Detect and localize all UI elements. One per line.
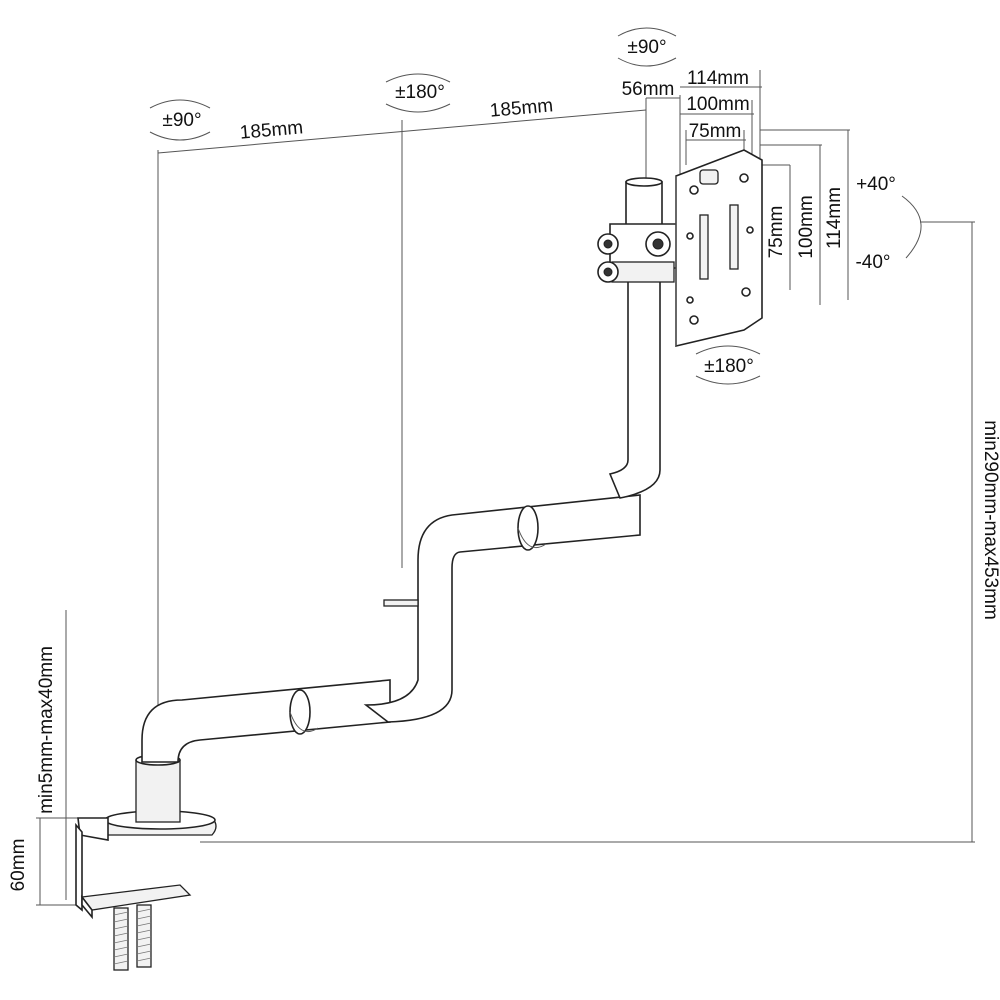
vesa-v-114-dim: 114mm bbox=[824, 187, 845, 249]
arm-segment-1 bbox=[141, 679, 391, 763]
vesa-h-100-dim: 100mm bbox=[686, 94, 749, 115]
clamp-height-dim: 60mm bbox=[8, 839, 29, 892]
rotation-middle-label: ±180° bbox=[395, 82, 445, 103]
vesa-h-114-dim: 114mm bbox=[687, 68, 749, 89]
vesa-v-100-dim: 100mm bbox=[796, 195, 817, 258]
arm-segment-2 bbox=[363, 494, 641, 723]
dimension-lines bbox=[36, 70, 975, 906]
arm-segment-2-dim: 185mm bbox=[489, 95, 554, 121]
desk-thickness-dim: min5mm-max40mm bbox=[36, 646, 57, 814]
clamp-screw-left bbox=[113, 907, 129, 971]
desk-clamp bbox=[75, 810, 217, 971]
vesa-v-75-dim: 75mm bbox=[766, 206, 787, 259]
rotation-icon-middle: ±180° bbox=[385, 73, 451, 113]
tilt-down-label: -40° bbox=[855, 252, 890, 273]
rotation-plate-label: ±180° bbox=[704, 356, 754, 377]
vesa-h-75-dim: 75mm bbox=[689, 121, 742, 142]
height-range-dim: min290mm-max453mm bbox=[980, 420, 1000, 620]
vesa-plate bbox=[675, 149, 763, 348]
tilt-arc bbox=[901, 195, 922, 259]
tilt-head bbox=[597, 223, 687, 283]
rotation-base-label: ±90° bbox=[162, 110, 201, 131]
clamp-screw-right bbox=[136, 904, 152, 968]
tilt-up-label: +40° bbox=[856, 174, 896, 195]
rotation-head-label: ±90° bbox=[627, 37, 666, 58]
rotation-icon-base: ±90° bbox=[149, 99, 211, 141]
arm-segment-1-dim: 185mm bbox=[239, 117, 304, 143]
head-offset-dim: 56mm bbox=[622, 79, 675, 100]
rotation-icon-plate: ±180° bbox=[695, 345, 761, 385]
mount-pole bbox=[135, 754, 181, 823]
rotation-icon-head: ±90° bbox=[617, 27, 677, 67]
